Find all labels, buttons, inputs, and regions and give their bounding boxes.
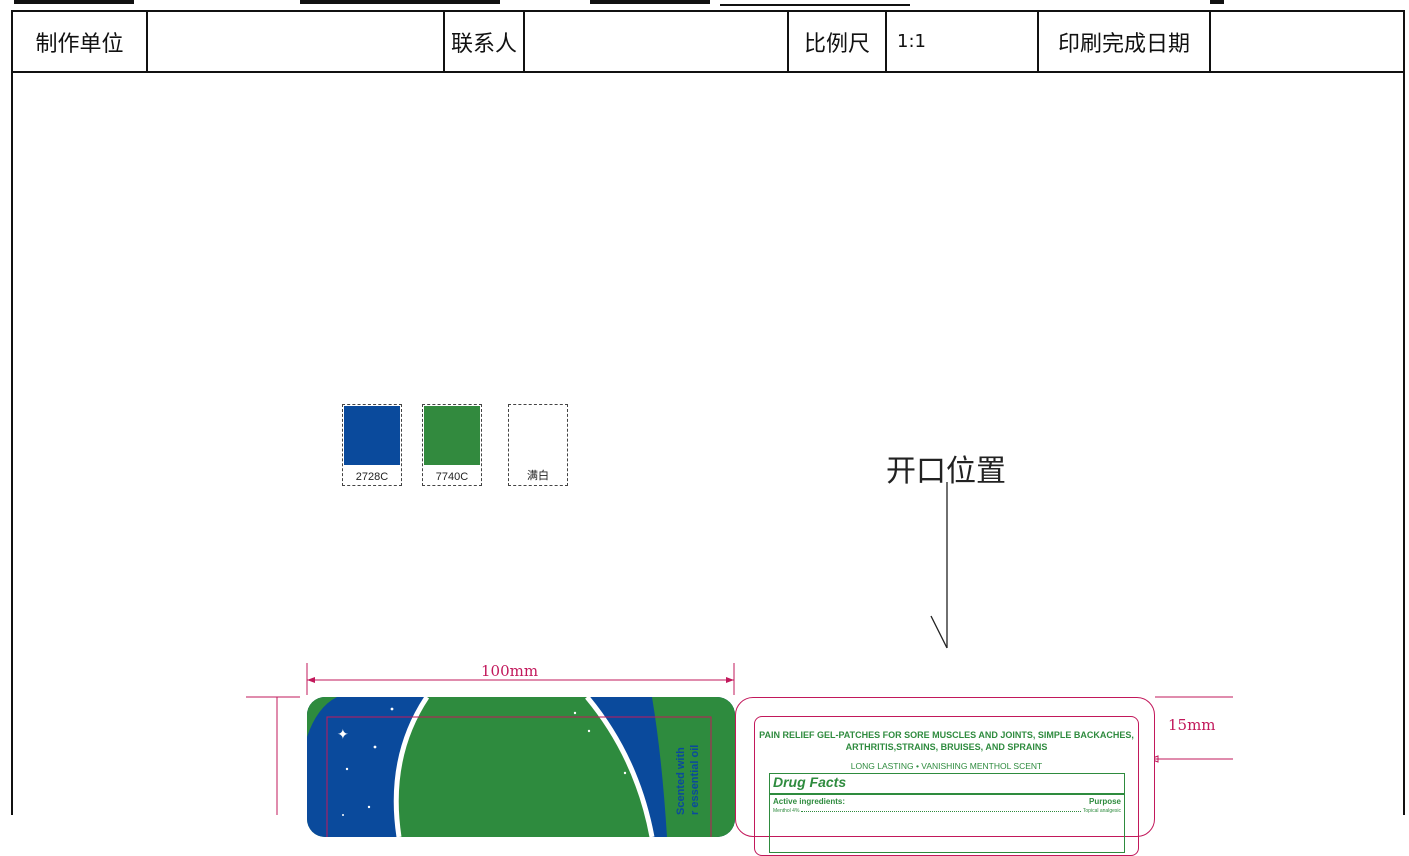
side-dimension: 15mm [1168, 716, 1216, 734]
label-back-panel: PAIN RELIEF GEL-PATCHES FOR SORE MUSCLES… [735, 697, 1155, 856]
ingredient-name: Menthol 4% [773, 808, 800, 814]
back-title: PAIN RELIEF GEL-PATCHES FOR SORE MUSCLES… [759, 730, 1134, 752]
maker-field[interactable] [148, 12, 445, 71]
active-ingredients-heading: Active ingredients: [773, 797, 846, 806]
swatch-blue: 2728C [342, 404, 402, 486]
contact-field[interactable] [525, 12, 789, 71]
swatch-code: 2728C [355, 471, 389, 483]
top-cutoff-strip [0, 0, 1409, 10]
scented-with-text: Scented with r essential oil [675, 745, 701, 815]
ingredient-row: Menthol 4% Topical analgesic [773, 808, 1121, 814]
opening-position-label: 开口位置 [886, 454, 1006, 489]
purpose-heading: Purpose [1088, 797, 1121, 806]
drug-facts-box: Drug Facts Active ingredients: Purpose M… [769, 773, 1125, 853]
width-dimension: 100mm [481, 662, 539, 680]
svg-text:r essential oil: r essential oil [689, 745, 701, 815]
title-block: 制作单位 联系人 比例尺 1:1 印刷完成日期 [11, 10, 1405, 73]
maker-label: 制作单位 [13, 12, 148, 71]
scale-value[interactable]: 1:1 [887, 12, 1039, 71]
swatch-fill [344, 406, 400, 465]
opening-arrow [930, 482, 948, 649]
ingredient-purpose: Topical analgesic [1082, 808, 1121, 814]
contact-label: 联系人 [445, 12, 525, 71]
swatch-fill [424, 406, 480, 465]
svg-text:Scented with: Scented with [675, 747, 687, 815]
drug-facts-title: Drug Facts [773, 774, 847, 790]
print-date-label: 印刷完成日期 [1039, 12, 1211, 71]
label-safe-area: PAIN RELIEF GEL-PATCHES FOR SORE MUSCLES… [754, 716, 1139, 856]
swatch-white: 满白 [508, 404, 568, 486]
swatch-fill [510, 406, 566, 465]
swatch-code: 7740C [435, 471, 469, 483]
print-date-field[interactable] [1211, 12, 1403, 71]
back-subtitle: LONG LASTING • VANISHING MENTHOL SCENT [850, 761, 1043, 771]
star-icon: ✦ [337, 727, 349, 743]
facts-divider [770, 793, 1124, 795]
scale-label: 比例尺 [789, 12, 887, 71]
swatch-green: 7740C [422, 404, 482, 486]
swatch-code: 满白 [527, 470, 549, 482]
leader-dots [801, 808, 1081, 812]
